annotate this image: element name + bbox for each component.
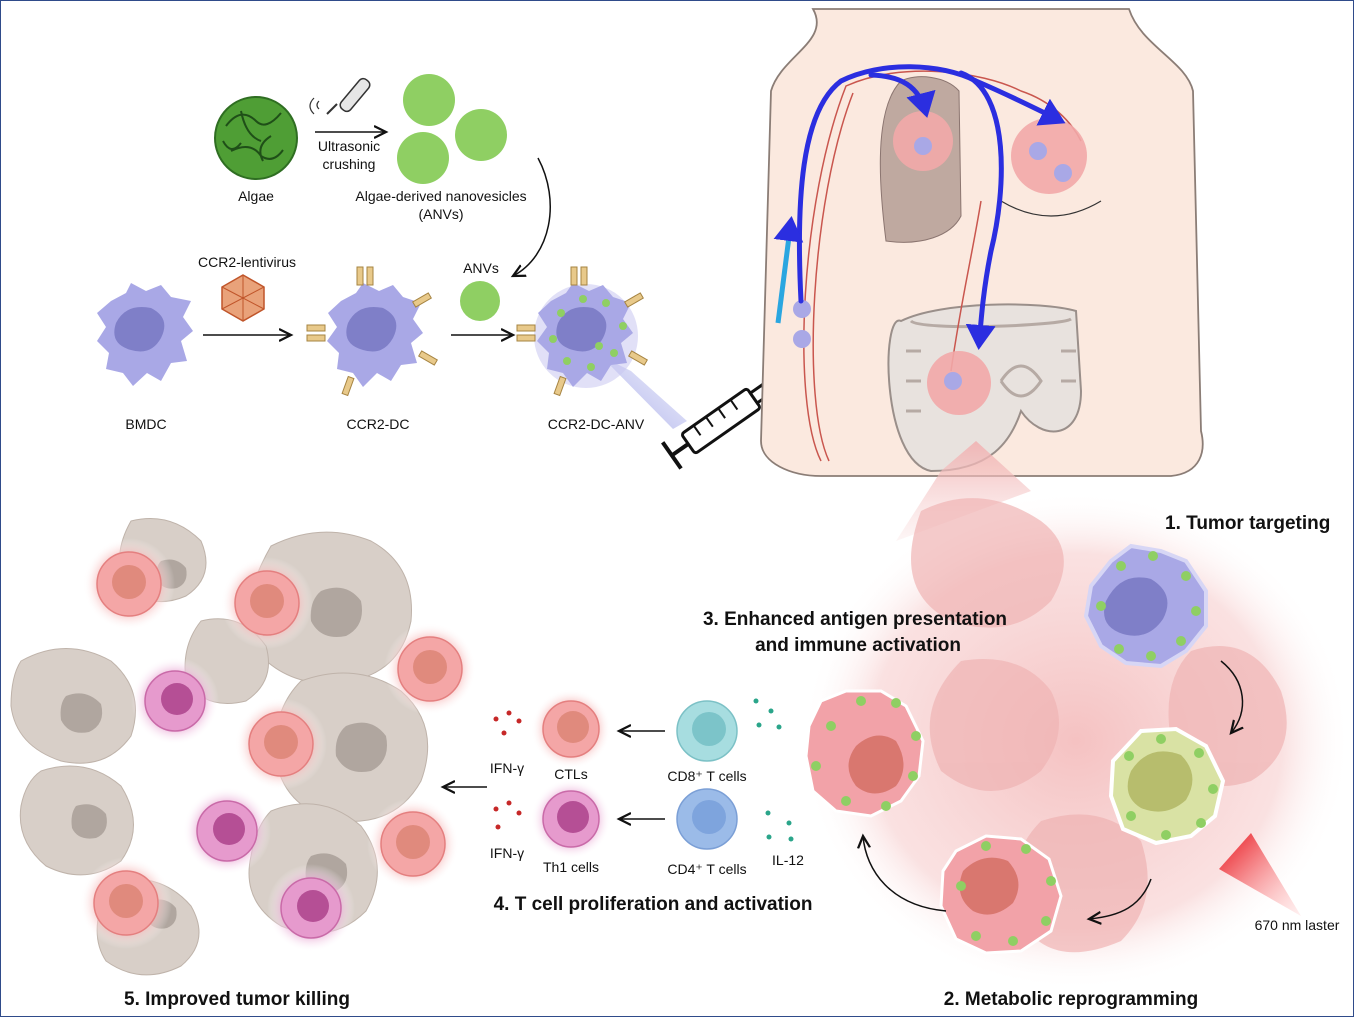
tumor-microenvironment	[801, 491, 1351, 991]
ifn-dots-upper	[493, 710, 522, 736]
killer-ctl-cells	[80, 538, 476, 949]
il12-dots-lower	[765, 810, 794, 842]
tumor-sites	[793, 111, 1087, 415]
step4-label: 4. T cell proliferation and activation	[494, 894, 813, 915]
laser-beam-icon	[1219, 833, 1301, 916]
algae-label: Algae	[238, 188, 274, 204]
bmdc-label: BMDC	[125, 416, 166, 432]
cd8-t-cell-icon	[676, 700, 738, 762]
ultrasonic-probe-icon	[309, 77, 371, 115]
injection-flow-arrow	[773, 216, 804, 324]
dc-metabolic-cell-icon	[1108, 726, 1226, 846]
il12-label: IL-12	[772, 852, 804, 868]
ctl-label: CTLs	[554, 766, 587, 782]
curved-arrow-to-anvs	[513, 157, 551, 276]
ultrasonic-label-1: Ultrasonic	[318, 138, 380, 154]
laser-label: 670 nm laster	[1255, 917, 1340, 933]
human-torso-icon	[760, 8, 1204, 477]
circulation-arrows	[796, 64, 1066, 350]
th1-label: Th1 cells	[543, 859, 599, 875]
bmdc-cell-icon	[97, 283, 193, 386]
dc-activated-cell-icon	[804, 689, 925, 818]
ifn-label-1: IFN-γ	[490, 760, 524, 776]
ifn-label-2: IFN-γ	[490, 845, 524, 861]
step3-label-1: 3. Enhanced antigen presentation	[703, 609, 1007, 630]
process-arrows	[863, 660, 1242, 919]
step3-label-2: and immune activation	[755, 635, 961, 656]
anv-label-1: Algae-derived nanovesicles	[355, 188, 526, 204]
anvs-label: ANVs	[463, 260, 499, 276]
th1-cell-icon	[531, 779, 611, 859]
algae-icon	[214, 96, 298, 180]
step5-label: 5. Improved tumor killing	[124, 989, 350, 1010]
lentivirus-icon	[221, 274, 265, 322]
cd4-label: CD4⁺ T cells	[667, 861, 746, 877]
step1-label: 1. Tumor targeting	[1165, 513, 1330, 534]
nanovesicle-icons	[397, 74, 507, 184]
th1-helper-cells	[131, 657, 355, 952]
ccr2dc-label: CCR2-DC	[347, 416, 410, 432]
ifn-dots-lower	[493, 800, 522, 830]
ultrasonic-label-2: crushing	[323, 156, 376, 172]
cd4-t-cell-icon	[676, 788, 738, 850]
il12-dots-upper	[753, 698, 782, 730]
anv-vesicle-icon	[460, 281, 500, 321]
anv-label-2: (ANVs)	[418, 206, 463, 222]
step2-label: 2. Metabolic reprogramming	[944, 989, 1198, 1010]
zoom-beam	[601, 356, 687, 429]
dc-targeting-cell-icon	[1083, 543, 1208, 669]
lentivirus-label: CCR2-lentivirus	[198, 254, 296, 270]
ccr2-dc-cell-icon	[306, 266, 438, 397]
ccr2-dc-anv-cell-icon	[516, 266, 648, 397]
cd8-label: CD8⁺ T cells	[667, 768, 746, 784]
ccr2dcanv-label: CCR2-DC-ANV	[548, 416, 645, 432]
ctl-cell-icon	[531, 689, 611, 769]
dc-reprogrammed-cell-icon	[939, 834, 1063, 955]
